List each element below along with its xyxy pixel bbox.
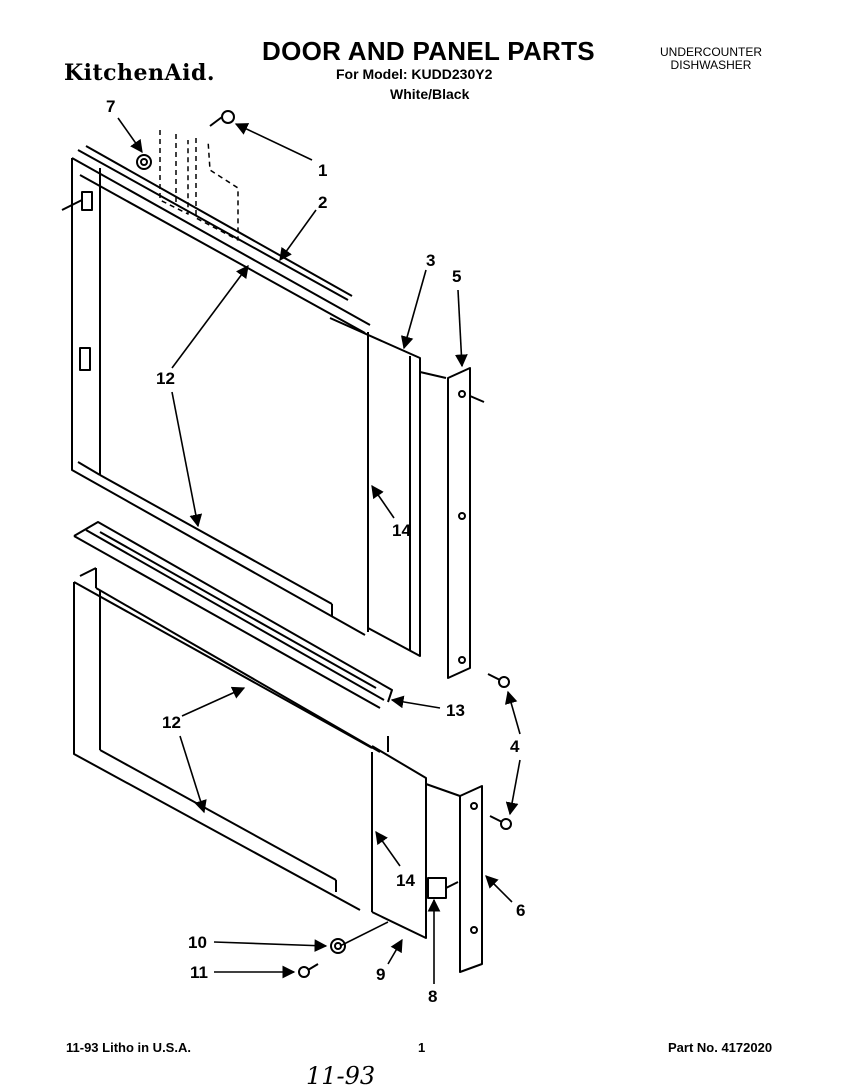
callout-13: 13 [446,701,465,720]
hinge-bracket-outline [159,130,239,241]
lower-panel [371,736,427,939]
callout-12-upper: 12 [156,369,175,388]
handwritten-note: 11-93 [306,1062,376,1090]
grommet-bottom [330,938,346,954]
leader-14a [371,484,395,519]
leader-6 [485,875,513,903]
upper-door-frame [61,145,371,636]
callout-11: 11 [190,963,208,982]
leader-4b [505,759,521,816]
appliance-type: UNDERCOUNTER DISHWASHER [660,46,762,72]
screw-bottom [298,963,319,978]
trim-strip [73,521,393,709]
leader-1 [234,123,313,161]
leader-10 [213,939,328,952]
callout-4: 4 [510,737,520,756]
callout-14-upper: 14 [392,521,411,540]
footer-print-info: 11-93 Litho in U.S.A. [66,1040,191,1055]
leader-2 [279,209,317,262]
callout-6: 6 [516,901,525,920]
leader-13 [390,695,441,709]
callout-12-lower: 12 [162,713,181,732]
leader-9 [387,938,403,965]
leader-12d [179,735,207,814]
model-number: For Model: KUDD230Y2 [336,66,493,82]
side-trim-lower [425,783,483,973]
footer-page-number: 1 [418,1040,426,1055]
callout-3: 3 [426,251,435,270]
leader-5 [455,289,468,368]
appliance-type-line1: UNDERCOUNTER [660,45,762,59]
callout-5: 5 [452,267,461,286]
kitchenaid-logo: KitchenAid. [64,60,215,86]
footer-part-number: Part No. 4172020 [668,1040,773,1055]
screw-lower-trim [489,815,512,830]
bracket [427,877,459,899]
leader-12a [171,264,249,369]
callout-10: 10 [188,933,207,952]
leader-4a [505,690,521,735]
callout-9: 9 [376,965,385,984]
screw-top [209,110,235,127]
leader-3 [400,269,427,350]
leader-7 [117,117,143,154]
callout-14-lower: 14 [396,871,415,890]
appliance-type-line2: DISHWASHER [670,58,752,72]
grommet-top [136,154,152,170]
page-title: DOOR AND PANEL PARTS [262,36,595,66]
color-variant: White/Black [390,86,470,102]
leader-10-extension [339,921,389,947]
side-trim-upper [419,367,485,679]
leader-12b [171,391,203,528]
leader-14b [375,830,401,867]
lower-door-frame [73,567,381,911]
callout-7: 7 [106,97,115,116]
screw-upper-trim [487,673,510,688]
upper-panel [329,317,421,657]
callout-8: 8 [428,987,437,1006]
callout-2: 2 [318,193,327,212]
leader-12c [181,686,246,717]
callout-1: 1 [318,161,327,180]
